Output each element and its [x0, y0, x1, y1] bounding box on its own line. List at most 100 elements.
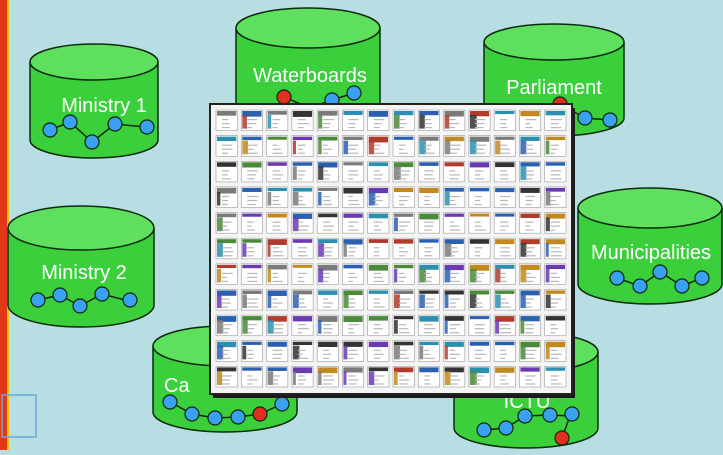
document-thumbnail: [291, 186, 314, 208]
graph-node-highlighted: [554, 430, 570, 446]
document-thumbnail: [493, 366, 516, 388]
document-thumbnail: [544, 186, 567, 208]
document-thumbnail: [266, 366, 289, 388]
graph-node: [476, 422, 492, 438]
graph-node: [564, 406, 580, 422]
database-label: Waterboards: [253, 65, 367, 87]
graph-node: [107, 116, 123, 132]
document-thumbnail: [316, 263, 339, 285]
document-thumbnail: [544, 289, 567, 311]
document-thumbnail: [392, 135, 415, 157]
document-thumbnail: [367, 289, 390, 311]
database-label: Parliament: [506, 77, 602, 99]
document-thumbnail: [493, 186, 516, 208]
document-thumbnail: [367, 340, 390, 362]
database-label: Ca: [164, 375, 190, 397]
graph-node: [162, 394, 178, 410]
document-thumbnail: [493, 314, 516, 337]
document-thumbnail: [544, 237, 567, 260]
graph-node: [609, 270, 625, 286]
document-thumbnail: [443, 212, 466, 234]
document-thumbnails-overlay: [209, 103, 575, 398]
document-thumbnail: [519, 212, 542, 234]
graph-node: [52, 287, 68, 303]
thumbnail-grid: [215, 109, 567, 388]
document-thumbnail: [417, 314, 440, 337]
document-thumbnail: [316, 340, 339, 362]
document-thumbnail: [417, 289, 440, 311]
graph-node: [139, 119, 155, 135]
document-thumbnail: [468, 212, 491, 234]
document-thumbnail: [215, 289, 238, 311]
document-thumbnail: [316, 237, 339, 260]
document-thumbnail: [316, 212, 339, 234]
graph-node: [498, 420, 514, 436]
document-thumbnail: [544, 263, 567, 285]
document-thumbnail: [417, 366, 440, 388]
document-thumbnail: [417, 237, 440, 260]
document-thumbnail: [443, 314, 466, 337]
node-chain: [609, 264, 710, 294]
graph-node: [207, 410, 223, 426]
graph-node: [602, 112, 618, 128]
document-thumbnail: [266, 212, 289, 234]
graph-node: [30, 292, 46, 308]
graph-node: [652, 264, 668, 280]
document-thumbnail: [215, 186, 238, 208]
document-thumbnail: [266, 289, 289, 311]
document-thumbnail: [519, 135, 542, 157]
document-thumbnail: [342, 186, 365, 208]
graph-node: [72, 298, 88, 314]
document-thumbnail: [417, 109, 440, 131]
document-thumbnail: [291, 289, 314, 311]
document-thumbnail: [215, 135, 238, 157]
document-thumbnail: [316, 366, 339, 388]
graph-node: [346, 85, 362, 101]
graph-node: [632, 278, 648, 294]
document-thumbnail: [316, 186, 339, 208]
document-thumbnail: [468, 366, 491, 388]
document-thumbnail: [519, 314, 542, 337]
database-waterboards: Waterboards: [235, 7, 381, 125]
document-thumbnail: [519, 160, 542, 183]
database-label: Ministry 1: [61, 95, 147, 117]
document-thumbnail: [417, 212, 440, 234]
document-thumbnail: [468, 186, 491, 208]
document-thumbnail: [215, 212, 238, 234]
document-thumbnail: [367, 186, 390, 208]
document-thumbnail: [544, 314, 567, 337]
document-thumbnail: [240, 135, 263, 157]
document-thumbnail: [544, 212, 567, 234]
document-thumbnail: [443, 109, 466, 131]
document-thumbnail: [215, 366, 238, 388]
document-thumbnail: [468, 237, 491, 260]
graph-node: [84, 134, 100, 150]
document-thumbnail: [342, 289, 365, 311]
document-thumbnail: [240, 109, 263, 131]
node-chain: [162, 394, 290, 426]
document-thumbnail: [443, 263, 466, 285]
document-thumbnail: [544, 135, 567, 157]
document-thumbnail: [215, 160, 238, 183]
graph-node: [694, 270, 710, 286]
document-thumbnail: [215, 340, 238, 362]
document-thumbnail: [443, 237, 466, 260]
document-thumbnail: [417, 340, 440, 362]
document-thumbnail: [342, 340, 365, 362]
document-thumbnail: [493, 263, 516, 285]
document-thumbnail: [493, 237, 516, 260]
graph-node: [674, 278, 690, 294]
document-thumbnail: [417, 263, 440, 285]
database-ministry-1: Ministry 1: [29, 43, 159, 159]
document-thumbnail: [544, 340, 567, 362]
document-thumbnail: [240, 366, 263, 388]
document-thumbnail: [342, 109, 365, 131]
document-thumbnail: [291, 263, 314, 285]
document-thumbnail: [392, 314, 415, 337]
document-thumbnail: [266, 135, 289, 157]
document-thumbnail: [316, 289, 339, 311]
document-thumbnail: [392, 366, 415, 388]
document-thumbnail: [392, 186, 415, 208]
document-thumbnail: [519, 366, 542, 388]
